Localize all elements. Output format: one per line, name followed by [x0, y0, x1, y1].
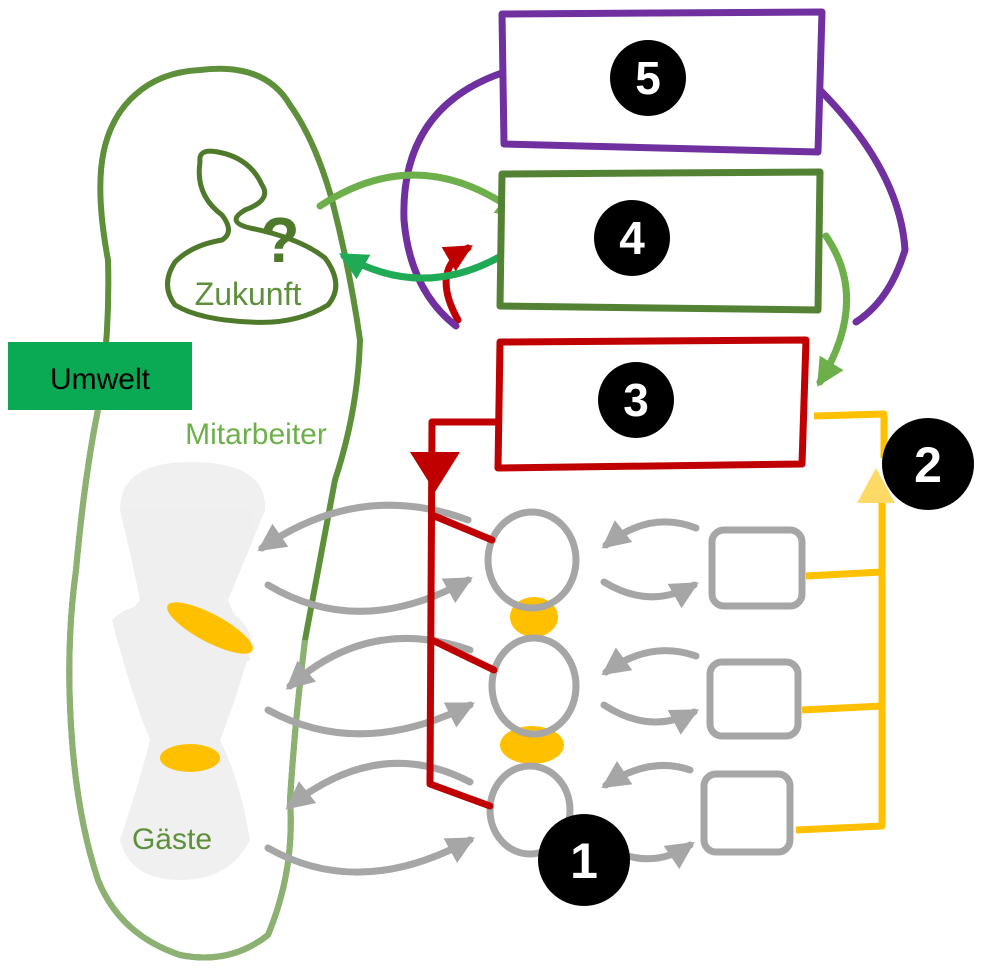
- guest-silhouettes: [112, 462, 266, 880]
- future-label: Zukunft: [195, 276, 302, 312]
- badge-4: 4: [594, 200, 670, 276]
- number-badge-icon: 4: [619, 212, 645, 264]
- process-square: [700, 770, 794, 856]
- purple-loop: [400, 64, 909, 330]
- process-square: [706, 658, 802, 740]
- process-squares: [700, 526, 806, 856]
- process-circle: [486, 762, 574, 858]
- number-badge-icon: 5: [635, 52, 661, 104]
- number-badge-icon: 1: [570, 833, 598, 889]
- process-square: [708, 526, 806, 610]
- environment-label: Umwelt: [50, 363, 151, 396]
- badge-5: 5: [610, 40, 686, 116]
- gray-arrows: [257, 501, 700, 876]
- number-badge-icon: 2: [914, 437, 942, 493]
- red-arrowhead: [410, 452, 460, 492]
- process-circles: [484, 508, 580, 858]
- guests-label: Gäste: [132, 823, 212, 856]
- question-mark-icon: ?: [260, 204, 299, 276]
- green-arrow-future-to-4: [316, 171, 525, 219]
- process-circle: [484, 508, 580, 612]
- badge-3: 3: [598, 362, 674, 438]
- badge-2: 2: [882, 418, 974, 510]
- employees-label: Mitarbeiter: [185, 418, 327, 451]
- red-connector: [426, 244, 504, 810]
- badge-1: 1: [538, 814, 630, 906]
- number-badge-icon: 3: [623, 374, 649, 426]
- yellow-blobs: [160, 597, 564, 772]
- future-blob: [165, 148, 339, 325]
- green-arrow-4-to-3: [816, 232, 851, 387]
- feedback-bracket: [795, 410, 888, 834]
- environment-badge: [8, 342, 192, 410]
- process-circle: [488, 634, 580, 738]
- feedback-arrowhead: [857, 468, 895, 503]
